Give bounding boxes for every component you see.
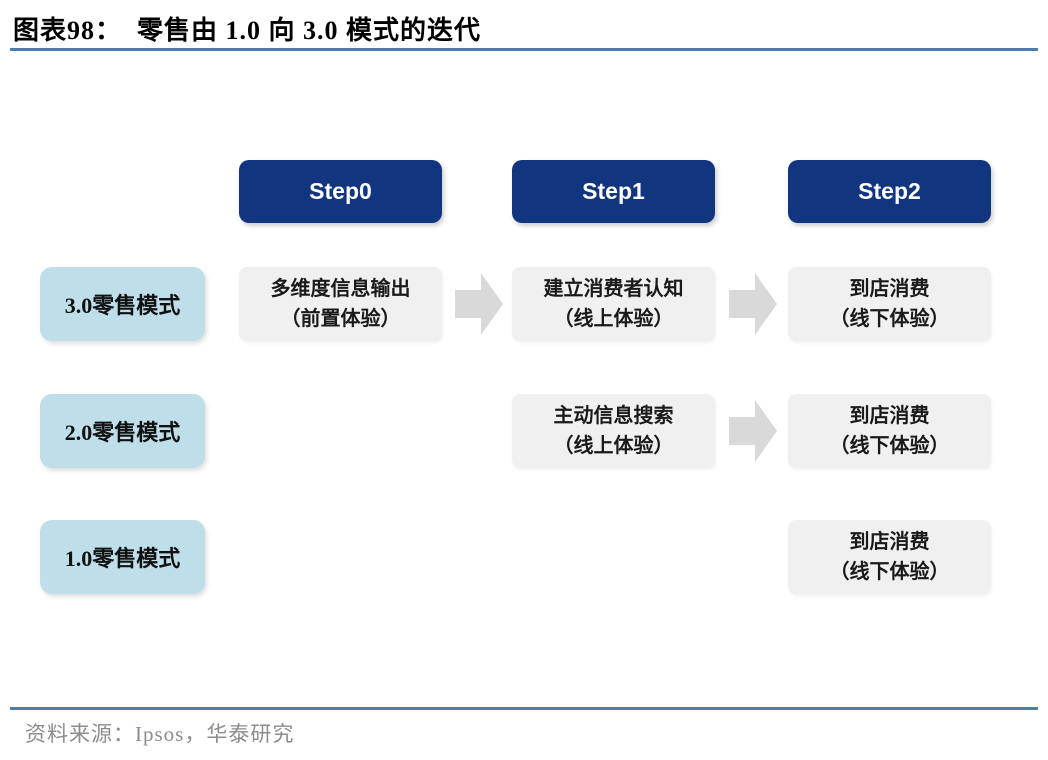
step-header-0-label: Step0 bbox=[309, 178, 372, 204]
cell-3.0-step0: 多维度信息输出 （前置体验） bbox=[239, 267, 442, 341]
cell-line: （前置体验） bbox=[280, 308, 401, 330]
cell-line: 主动信息搜索 bbox=[553, 405, 674, 427]
figure-title: 图表98： 零售由 1.0 向 3.0 模式的迭代 bbox=[13, 16, 482, 45]
right-arrow-icon bbox=[729, 273, 777, 335]
step-header-1: Step1 bbox=[512, 160, 715, 223]
step-header-2-label: Step2 bbox=[858, 178, 921, 204]
row-label-2.0-text: 2.0零售模式 bbox=[64, 420, 181, 445]
row-label-3.0: 3.0零售模式 bbox=[40, 267, 205, 341]
cell-line: （线上体验） bbox=[553, 435, 674, 457]
right-arrow-icon bbox=[455, 273, 503, 335]
right-arrow-icon bbox=[729, 400, 777, 462]
source-attribution: 资料来源：Ipsos，华泰研究 bbox=[25, 722, 295, 746]
cell-line: （线上体验） bbox=[553, 308, 674, 330]
cell-line: （线下体验） bbox=[829, 435, 950, 457]
step-header-2: Step2 bbox=[788, 160, 991, 223]
cell-1.0-step2: 到店消费 （线下体验） bbox=[788, 520, 991, 594]
cell-line: 到店消费 bbox=[849, 531, 930, 553]
cell-2.0-step2: 到店消费 （线下体验） bbox=[788, 394, 991, 468]
title-divider bbox=[10, 48, 1038, 51]
row-label-1.0: 1.0零售模式 bbox=[40, 520, 205, 594]
cell-line: （线下体验） bbox=[829, 561, 950, 583]
cell-line: 多维度信息输出 bbox=[270, 278, 411, 300]
row-label-2.0: 2.0零售模式 bbox=[40, 394, 205, 468]
cell-2.0-step1: 主动信息搜索 （线上体验） bbox=[512, 394, 715, 468]
cell-3.0-step1: 建立消费者认知 （线上体验） bbox=[512, 267, 715, 341]
step-header-1-label: Step1 bbox=[582, 178, 645, 204]
cell-line: 到店消费 bbox=[849, 278, 930, 300]
cell-line: 建立消费者认知 bbox=[543, 278, 684, 300]
cell-3.0-step2: 到店消费 （线下体验） bbox=[788, 267, 991, 341]
cell-line: 到店消费 bbox=[849, 405, 930, 427]
cell-line: （线下体验） bbox=[829, 308, 950, 330]
row-label-3.0-text: 3.0零售模式 bbox=[64, 293, 181, 318]
row-label-1.0-text: 1.0零售模式 bbox=[64, 546, 181, 571]
footer-divider bbox=[10, 707, 1038, 710]
step-header-0: Step0 bbox=[239, 160, 442, 223]
